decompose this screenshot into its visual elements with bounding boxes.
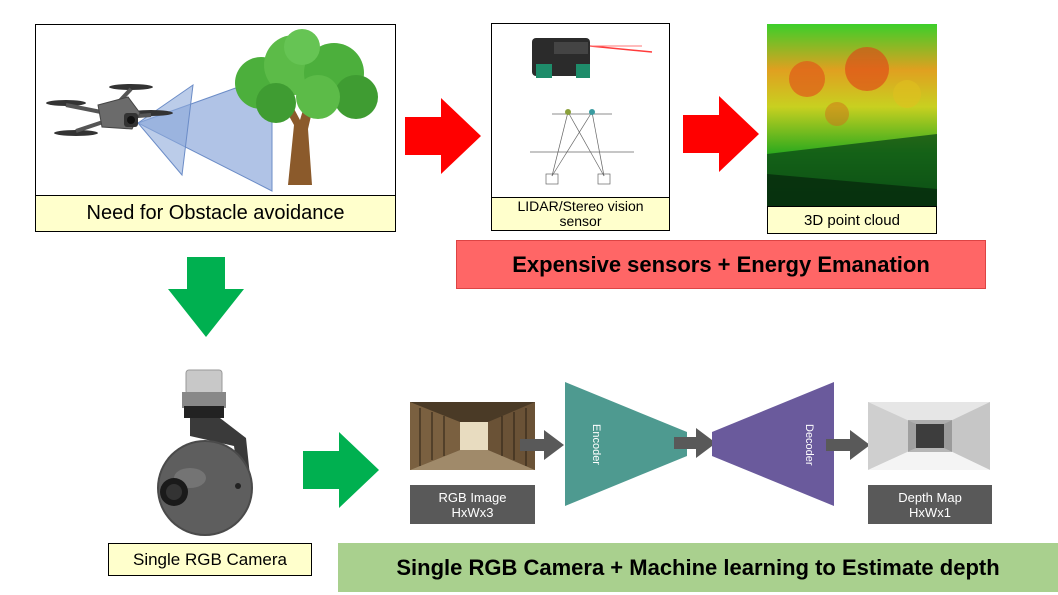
lidar-device-icon	[532, 38, 653, 78]
gray-arrow-1	[520, 430, 564, 460]
sensor-illustration	[530, 38, 653, 185]
decoder-block	[712, 382, 834, 506]
drone-icon	[46, 84, 173, 136]
depth-map-label: Depth Map HxWx1	[868, 485, 992, 524]
rgb-image-thumbnail	[410, 402, 535, 470]
rgb-image-dims: HxWx3	[451, 504, 494, 520]
rgb-image-title: RGB Image	[438, 489, 507, 505]
stereo-geometry-diagram	[530, 111, 634, 177]
left-camera-icon	[545, 173, 559, 185]
right-camera-icon	[597, 173, 611, 185]
drone-tree-illustration	[46, 29, 378, 192]
point-p2	[589, 109, 595, 115]
expensive-sensors-banner: Expensive sensors + Energy Emanation	[456, 240, 986, 289]
gray-arrow-2	[674, 428, 716, 458]
depth-map-title: Depth Map	[898, 489, 962, 505]
depth-corridor-visual	[868, 402, 990, 470]
red-arrow-2	[683, 96, 759, 172]
obstacle-caption: Need for Obstacle avoidance	[35, 195, 396, 232]
encoder-label: Encoder	[590, 424, 602, 465]
gray-arrow-3	[826, 430, 870, 460]
decoder-label: Decoder	[803, 424, 815, 466]
rgb-corridor-visual	[410, 402, 535, 470]
rgb-camera-icon	[157, 369, 253, 536]
point-cloud-image	[767, 24, 937, 208]
sensing-cone-small	[137, 83, 194, 177]
tree-canopy	[235, 29, 378, 123]
red-arrow-1	[405, 98, 481, 174]
rgb-image-label: RGB Image HxWx3	[410, 485, 535, 524]
obstacle-illustration	[35, 24, 396, 196]
tree-trunk	[284, 100, 314, 185]
point-p1	[565, 109, 571, 115]
point-cloud-visual	[767, 24, 937, 208]
green-right-arrow	[303, 432, 379, 508]
sensing-cone-large	[136, 74, 273, 192]
sensor-caption: LIDAR/Stereo vision sensor	[491, 197, 670, 231]
encoder-block	[565, 382, 687, 506]
ml-depth-banner: Single RGB Camera + Machine learning to …	[338, 543, 1058, 592]
depth-map-thumbnail	[868, 402, 990, 470]
camera-caption: Single RGB Camera	[108, 543, 312, 576]
sensor-panel: LIDAR/Stereo vision sensor	[491, 23, 670, 231]
depth-map-dims: HxWx1	[909, 504, 951, 520]
green-down-arrow	[168, 257, 244, 337]
point-cloud-caption: 3D point cloud	[767, 206, 937, 234]
